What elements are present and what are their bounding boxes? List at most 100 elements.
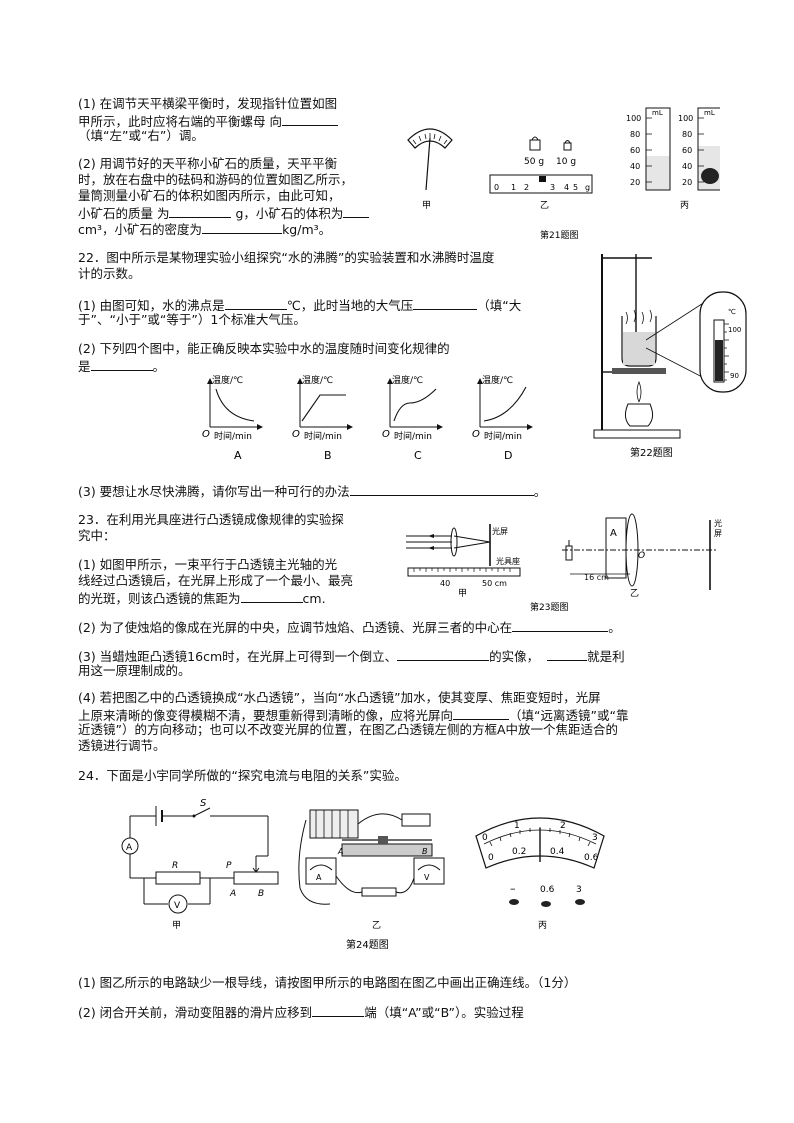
fig21-bing-label: 丙	[680, 200, 689, 211]
q22-apparatus: ℃ 100 90 第22题图	[593, 254, 747, 459]
graph-c-option: C	[414, 449, 422, 462]
graph-d: 温度/℃ O 时间/min D	[472, 374, 533, 462]
cyl1-tick-100: 100	[626, 114, 641, 123]
q23-p3-line1: (3) 当蜡烛距凸透镜16cm时，在光屏上可得到一个倒立、的实像， 就是利	[78, 647, 625, 665]
meter-top-1: 1	[514, 821, 520, 831]
cyl2-unit: mL	[704, 109, 715, 117]
q23-focal-blank[interactable]	[240, 589, 303, 603]
graph-b-option: B	[324, 449, 332, 462]
scale-tick-5: 5	[573, 183, 578, 192]
q21-p1-line3: （填“左”或“右”）调。	[78, 128, 204, 143]
q23-p4-line2: 上原来清晰的像变得模糊不清，要想重新得到清晰的像，应将光屏向（填“远离透镜”或“…	[78, 706, 628, 724]
q21-direction-blank[interactable]	[281, 112, 338, 126]
graph-b-origin: O	[292, 429, 300, 440]
q21-p1-line2: 甲所示，此时应将右端的平衡螺母 向	[78, 112, 338, 130]
q22-line2: 计的示数。	[78, 266, 141, 281]
cyl1-tick-20: 20	[630, 178, 640, 187]
q22-method-label: (3) 要想让水尽快沸腾，请你写出一种可行的办法	[78, 484, 350, 499]
meter-top-2: 2	[560, 821, 566, 831]
q23-line1: 23．在利用光具座进行凸透镜成像规律的实验探	[78, 512, 344, 527]
q23-image-label: (3) 当蜡烛距凸透镜16cm时，在光屏上可得到一个倒立、	[78, 649, 398, 664]
graph-c-xlabel: 时间/min	[394, 430, 432, 442]
q23-center-blank[interactable]	[512, 618, 609, 632]
scale-tick-3: 3	[550, 183, 555, 192]
fig22-caption: 第22题图	[630, 446, 673, 459]
q22-p1-line1: (1) 由图可知，水的沸点是℃，此时当地的大气压（填“大	[78, 296, 521, 314]
thermometer-100: 100	[728, 326, 741, 334]
graph-b-ylabel: 温度/℃	[302, 374, 333, 386]
q24-line1: 24．下面是小宇同学所做的“探究电流与电阻的关系”实验。	[78, 768, 407, 783]
graph-c-origin: O	[382, 429, 390, 440]
q22-graph-blank[interactable]	[90, 357, 153, 371]
thermometer-90: 90	[730, 372, 739, 380]
terminal-3: 3	[576, 885, 582, 895]
fig21-jia-label: 甲	[422, 200, 431, 211]
graph-c: 温度/℃ O 时间/min C	[382, 374, 443, 462]
q21-density-blank[interactable]	[202, 220, 283, 234]
weights-scale-figure: 50 g 10 g 0 1 2 3 4 5 g 乙	[489, 136, 593, 211]
q21-mass-blank[interactable]	[169, 204, 232, 218]
q22-boiling-blank[interactable]	[224, 296, 287, 310]
yi-box-a: A	[610, 528, 617, 539]
q22-pressure-hint: （填“大	[477, 298, 522, 313]
yi-center-o: O	[638, 551, 645, 561]
q22-pressure-label: ℃，此时当地的大气压	[286, 298, 414, 313]
q23-device-blank[interactable]	[547, 647, 588, 661]
q22-pressure-blank[interactable]	[413, 296, 478, 310]
q21-p2-line1: (2) 用调节好的天平称小矿石的质量，天平平衡	[78, 156, 338, 171]
q23-focal-unit: cm.	[302, 591, 326, 606]
graduated-cylinders-figure: mL mL 100 80 60 40 20 100 80 60 40 20 丙	[626, 107, 720, 211]
graph-a-origin: O	[202, 429, 210, 440]
balance-pointer-figure: 甲	[407, 128, 453, 211]
q23-image-blank[interactable]	[397, 647, 490, 661]
cyl1-tick-60: 60	[630, 146, 640, 155]
q22-line1: 22．图中所示是某物理实验小组探究“水的沸腾”的实验装置和水沸腾时温度	[78, 250, 495, 265]
q23-p1-line1: (1) 如图甲所示，一束平行于凸透镜主光轴的光	[78, 557, 338, 572]
cyl1-tick-80: 80	[630, 130, 640, 139]
fig21-yi-label: 乙	[540, 200, 549, 211]
meter-bot-0: 0	[488, 853, 494, 863]
q22-graphs: 温度/℃ O 时间/min A 温度/℃ O 时间/min B 温度/℃ O 时…	[202, 374, 533, 462]
q22-p2-line2: 是。	[78, 357, 165, 375]
scale-tick-g: g	[585, 183, 590, 192]
yi-screen-label-1: 光	[714, 518, 722, 528]
jia-ammeter-a: A	[126, 843, 133, 853]
q23-figures: 光屏 光具座 40 50 cm 甲 A O 光 屏 16 cm 乙 第23题图	[406, 513, 722, 613]
q23-move-blank[interactable]	[453, 706, 510, 720]
q23-p4-line3: 近透镜”）的方向移动；也可以不改变光屏的位置，在图乙凸透镜左侧的方框A中放一个焦…	[78, 722, 619, 737]
jia-resistor-r: R	[172, 861, 178, 871]
jia-screen-label: 光屏	[492, 526, 508, 536]
q22-p1-line2: 于”、“小于”或“等于”）1个标准大气压。	[78, 312, 306, 327]
q23-p1-line2: 线经过凸透镜后，在光屏上形成了一个最小、最亮	[78, 573, 354, 588]
jia-50-label: 50 cm	[482, 579, 507, 588]
q22-method-period: 。	[533, 484, 547, 499]
scale-tick-4: 4	[564, 183, 569, 192]
circuit-diagram-jia: S A R P A B V 甲	[121, 798, 279, 931]
fig24-bing-label: 丙	[538, 920, 547, 931]
yi-end-a: A	[337, 847, 343, 856]
q21-p1-line1: (1) 在调节天平横梁平衡时，发现指针位置如图	[78, 96, 338, 111]
q21-volume-blank[interactable]	[343, 204, 370, 218]
graph-a-ylabel: 温度/℃	[212, 374, 243, 386]
cyl2-tick-80: 80	[682, 130, 692, 139]
graph-b-xlabel: 时间/min	[304, 430, 342, 442]
meter-top-3: 3	[592, 833, 598, 843]
q23-p2: (2) 为了使烛焰的像成在光屏的中央，应调节烛焰、凸透镜、光屏三者的中心在。	[78, 618, 621, 636]
yi-voltmeter-v: V	[424, 873, 430, 882]
physical-circuit-yi: A B A V 乙	[298, 809, 445, 931]
jia-switch-s: S	[200, 798, 207, 809]
q23-focal-label: 的光斑，则该凸透镜的焦距为	[78, 591, 241, 606]
weight-10g-label: 10 g	[556, 157, 576, 167]
fig23-yi-label: 乙	[630, 588, 639, 599]
q21-figures: 甲 50 g 10 g 0 1 2 3 4 5 g 乙 mL mL 100 80…	[407, 107, 720, 241]
fig23-jia-label: 甲	[458, 588, 467, 599]
graph-d-ylabel: 温度/℃	[482, 374, 513, 386]
q24-slider-blank[interactable]	[312, 1003, 365, 1017]
q23-device-suffix: 就是利	[587, 649, 625, 664]
q22-p2-line1: (2) 下列四个图中，能正确反映本实验中水的温度随时间变化规律的	[78, 341, 450, 356]
q22-p2-period: 。	[152, 359, 166, 374]
q22-method-blank[interactable]	[349, 482, 534, 496]
graph-c-ylabel: 温度/℃	[392, 374, 423, 386]
q24-p2: (2) 闭合开关前，滑动变阻器的滑片应移到端（填“A”或“B”）。实验过程	[78, 1003, 524, 1021]
cyl2-tick-40: 40	[682, 162, 692, 171]
